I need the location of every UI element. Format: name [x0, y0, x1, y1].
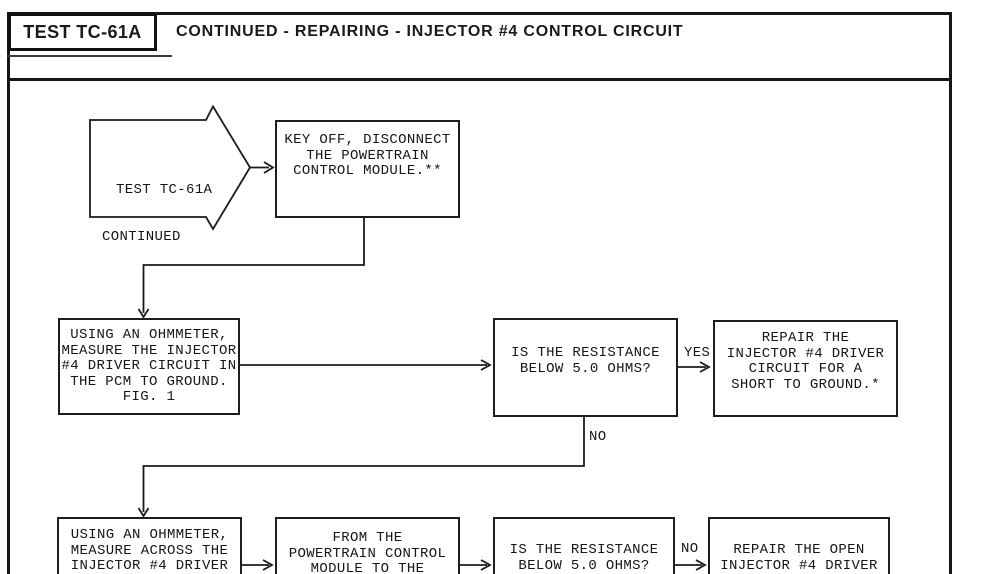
test-id-label: TEST TC-61A [23, 21, 142, 42]
arrowhead-icon [137, 507, 150, 518]
page-title: CONTINUED - REPAIRING - INJECTOR #4 CONT… [176, 23, 684, 40]
box-text-line: KEY OFF, DISCONNECT [284, 132, 451, 148]
start-arrow-shape [89, 104, 252, 231]
box-text-line: INJECTOR #4 DRIVER [726, 345, 885, 362]
box-text-line: BELOW 5.0 OHMS? [518, 557, 650, 574]
box-text-line: CONTINUED [102, 228, 181, 245]
box-text-line: MEASURE THE INJECTOR [61, 342, 237, 359]
test-id-box: TEST TC-61A [8, 13, 157, 51]
edge-label-no-1: NO [589, 429, 607, 445]
header-underline-rule [7, 55, 172, 57]
box-text-line: BELOW 5.0 OHMS? [519, 360, 652, 377]
connector-frompcm-to-check2 [460, 559, 492, 571]
box-text-line: MODULE TO THE [310, 561, 425, 574]
arrowhead-icon [695, 559, 707, 571]
box-text-line: MEASURE ACROSS THE [70, 542, 229, 559]
box-text-line: CONTROL MODULE.** [293, 163, 442, 179]
flow-box-repair-short: REPAIR THE INJECTOR #4 DRIVER CIRCUIT FO… [713, 320, 898, 417]
connector-check1-yes [678, 361, 711, 373]
box-text-line: TEST TC-61A [116, 182, 213, 198]
box-text-line: THE PCM TO GROUND. [70, 373, 228, 390]
box-text-line: IS THE RESISTANCE [509, 542, 659, 558]
connector-start-to-keyoff [250, 161, 275, 174]
header-separator-rule [7, 78, 952, 81]
box-text-line: REPAIR THE [761, 330, 850, 346]
frame-right-rule [949, 12, 952, 574]
box-text-line: USING AN OHMMETER, [70, 527, 229, 543]
flow-start-symbol: TEST TC-61A CONTINUED [102, 152, 232, 276]
flow-box-measure-across: USING AN OHMMETER, MEASURE ACROSS THE IN… [57, 517, 242, 574]
connector-keyoff-to-measure [137, 218, 365, 319]
flow-box-from-pcm: FROM THE POWERTRAIN CONTROL MODULE TO TH… [275, 517, 460, 574]
box-text-line: IS THE RESISTANCE [511, 345, 660, 361]
connector-measureacross-to-frompcm [242, 559, 274, 571]
arrowhead-icon [699, 361, 711, 373]
flow-box-key-off: KEY OFF, DISCONNECT THE POWERTRAIN CONTR… [275, 120, 460, 218]
box-text-line: USING AN OHMMETER, [70, 327, 228, 343]
flow-box-repair-open: REPAIR THE OPEN INJECTOR #4 DRIVER [708, 517, 890, 574]
arrowhead-icon [480, 559, 492, 571]
connector-measure-to-check1 [240, 359, 492, 371]
box-text-line: FROM THE [332, 530, 403, 546]
box-text-line: #4 DRIVER CIRCUIT IN [61, 358, 237, 374]
connector-check2-no [675, 559, 707, 571]
box-text-line: CIRCUIT FOR A [748, 361, 863, 377]
frame-top-rule [7, 12, 952, 15]
box-text-line: SHORT TO GROUND.* [731, 376, 880, 393]
box-text-line: POWERTRAIN CONTROL [288, 545, 447, 562]
box-text-line: FIG. 1 [122, 389, 176, 405]
box-text-line: INJECTOR #4 DRIVER [720, 557, 878, 574]
arrowhead-icon [480, 359, 492, 371]
edge-label-yes: YES [684, 345, 711, 361]
arrowhead-icon [263, 161, 275, 174]
arrowhead-icon [137, 308, 150, 319]
edge-label-no-2: NO [681, 541, 699, 557]
connector-check1-no [137, 417, 585, 518]
flow-box-measure-pcm: USING AN OHMMETER, MEASURE THE INJECTOR … [58, 318, 240, 415]
box-text-line: REPAIR THE OPEN [733, 542, 865, 558]
flow-box-resistance-check-1: IS THE RESISTANCE BELOW 5.0 OHMS? [493, 318, 678, 417]
box-text-line: THE POWERTRAIN [306, 147, 429, 164]
box-text-line: INJECTOR #4 DRIVER [70, 558, 229, 574]
arrowhead-icon [262, 559, 274, 571]
flow-box-resistance-check-2: IS THE RESISTANCE BELOW 5.0 OHMS? [493, 517, 675, 574]
frame-left-rule [7, 12, 10, 574]
